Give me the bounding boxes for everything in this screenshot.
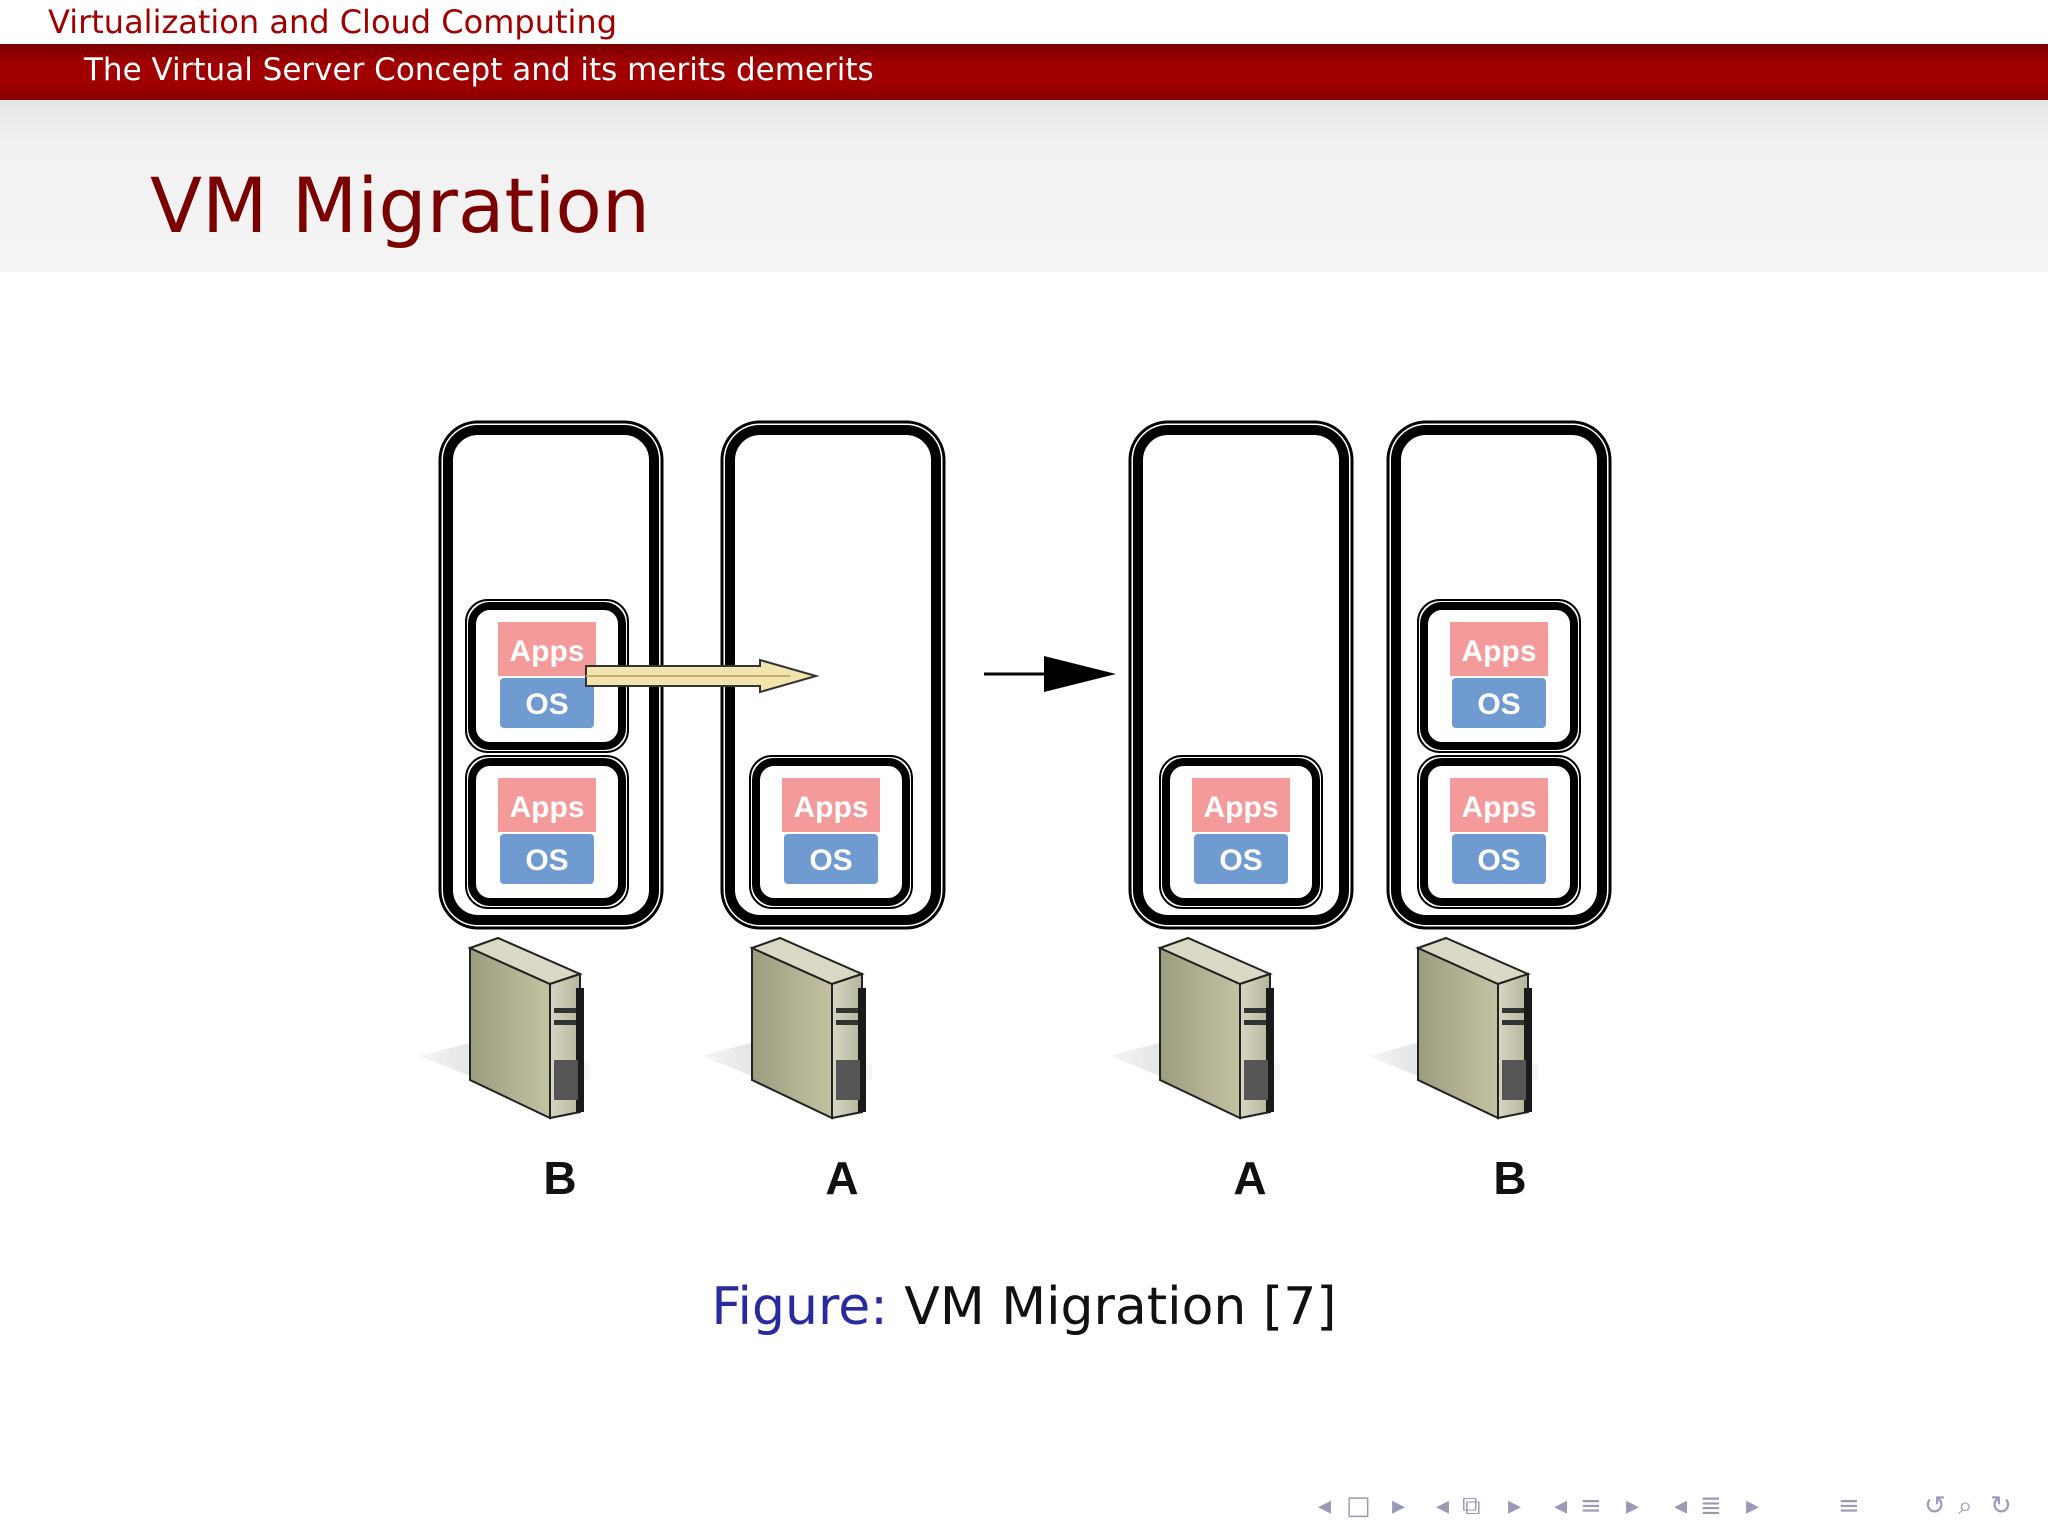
page-title: VM Migration bbox=[150, 161, 651, 250]
vm-os-layer bbox=[1452, 678, 1546, 728]
figure-caption: Figure: VM Migration [7] bbox=[0, 1272, 2048, 1342]
section-icon[interactable]: ≣ bbox=[1700, 1491, 1722, 1521]
vm-box: Apps OS bbox=[1417, 755, 1581, 909]
nav-left-arrow-icon[interactable]: ◂ bbox=[1674, 1491, 1688, 1521]
vm-os-layer bbox=[784, 834, 878, 884]
transition-arrow-icon bbox=[984, 656, 1116, 692]
vm-box: Apps OS bbox=[465, 755, 629, 909]
vm-apps-label: Apps bbox=[510, 791, 585, 824]
nav-right-arrow-icon[interactable]: ▸ bbox=[1746, 1491, 1760, 1521]
vm-apps-layer bbox=[1450, 622, 1548, 676]
title-band: VM Migration bbox=[0, 100, 2048, 272]
nav-left-arrow-icon[interactable]: ◂ bbox=[1554, 1491, 1568, 1521]
figure-caption-text: VM Migration [7] bbox=[904, 1277, 1337, 1337]
vm-apps-label: Apps bbox=[1204, 791, 1279, 824]
header-section-title[interactable]: Virtualization and Cloud Computing bbox=[48, 3, 617, 41]
server-icon bbox=[1368, 936, 1538, 1120]
nav-right-arrow-icon[interactable]: ▸ bbox=[1626, 1491, 1640, 1521]
figure-caption-label: Figure: bbox=[711, 1277, 888, 1337]
vm-os-layer bbox=[1452, 834, 1546, 884]
menu-icon[interactable]: ≡ bbox=[1838, 1491, 1860, 1521]
server-icon bbox=[420, 936, 590, 1120]
nav-left-arrow-icon[interactable]: ◂ bbox=[1436, 1491, 1450, 1521]
vm-apps-layer bbox=[498, 778, 596, 832]
migration-arrow bbox=[585, 658, 820, 694]
vm-os-label: OS bbox=[525, 688, 568, 721]
header-section-bar: Virtualization and Cloud Computing bbox=[0, 0, 2048, 44]
vm-apps-layer bbox=[498, 622, 596, 676]
zoom-icon[interactable]: ⌕ bbox=[1958, 1491, 1973, 1521]
vm-box: Apps OS bbox=[1417, 599, 1581, 753]
vm-os-label: OS bbox=[1477, 688, 1520, 721]
host-label: B bbox=[1493, 1152, 1526, 1204]
vm-os-layer bbox=[500, 834, 594, 884]
beamer-navigation-bar: ◂ □ ▸ ◂ ⧉ ▸ ◂ ≡ ▸ ◂ ≣ ▸ ≡ ↺ ⌕ ↻ bbox=[1310, 1488, 2030, 1524]
vm-os-layer bbox=[500, 678, 594, 728]
header-subsection-bar: The Virtual Server Concept and its merit… bbox=[0, 44, 2048, 100]
vm-os-label: OS bbox=[525, 844, 568, 877]
frame-icon[interactable]: □ bbox=[1346, 1491, 1371, 1521]
section-icon[interactable]: ≡ bbox=[1580, 1491, 1602, 1521]
header-subsection-title[interactable]: The Virtual Server Concept and its merit… bbox=[84, 52, 874, 88]
host-label: A bbox=[1233, 1152, 1266, 1204]
vm-apps-label: Apps bbox=[794, 791, 869, 824]
undo-icon[interactable]: ↺ bbox=[1924, 1491, 1946, 1521]
host-label: A bbox=[825, 1152, 858, 1204]
vm-os-layer bbox=[1194, 834, 1288, 884]
nav-right-arrow-icon[interactable]: ▸ bbox=[1392, 1491, 1406, 1521]
vm-box: Apps OS bbox=[1159, 755, 1323, 909]
vm-apps-layer bbox=[1192, 778, 1290, 832]
host-label: B bbox=[543, 1152, 576, 1204]
vm-apps-label: Apps bbox=[1462, 791, 1537, 824]
vm-os-label: OS bbox=[1219, 844, 1262, 877]
server-icon bbox=[1110, 936, 1280, 1120]
vm-apps-label: Apps bbox=[1462, 635, 1537, 668]
vm-apps-layer bbox=[1450, 778, 1548, 832]
vm-os-label: OS bbox=[809, 844, 852, 877]
vm-apps-label: Apps bbox=[510, 635, 585, 668]
vm-box: Apps OS bbox=[749, 755, 913, 909]
nav-right-arrow-icon[interactable]: ▸ bbox=[1508, 1491, 1522, 1521]
redo-icon[interactable]: ↻ bbox=[1990, 1491, 2012, 1521]
vm-os-label: OS bbox=[1477, 844, 1520, 877]
vm-apps-layer bbox=[782, 778, 880, 832]
server-icon bbox=[702, 936, 872, 1120]
subsection-icon[interactable]: ⧉ bbox=[1462, 1491, 1481, 1521]
nav-left-arrow-icon[interactable]: ◂ bbox=[1318, 1491, 1332, 1521]
